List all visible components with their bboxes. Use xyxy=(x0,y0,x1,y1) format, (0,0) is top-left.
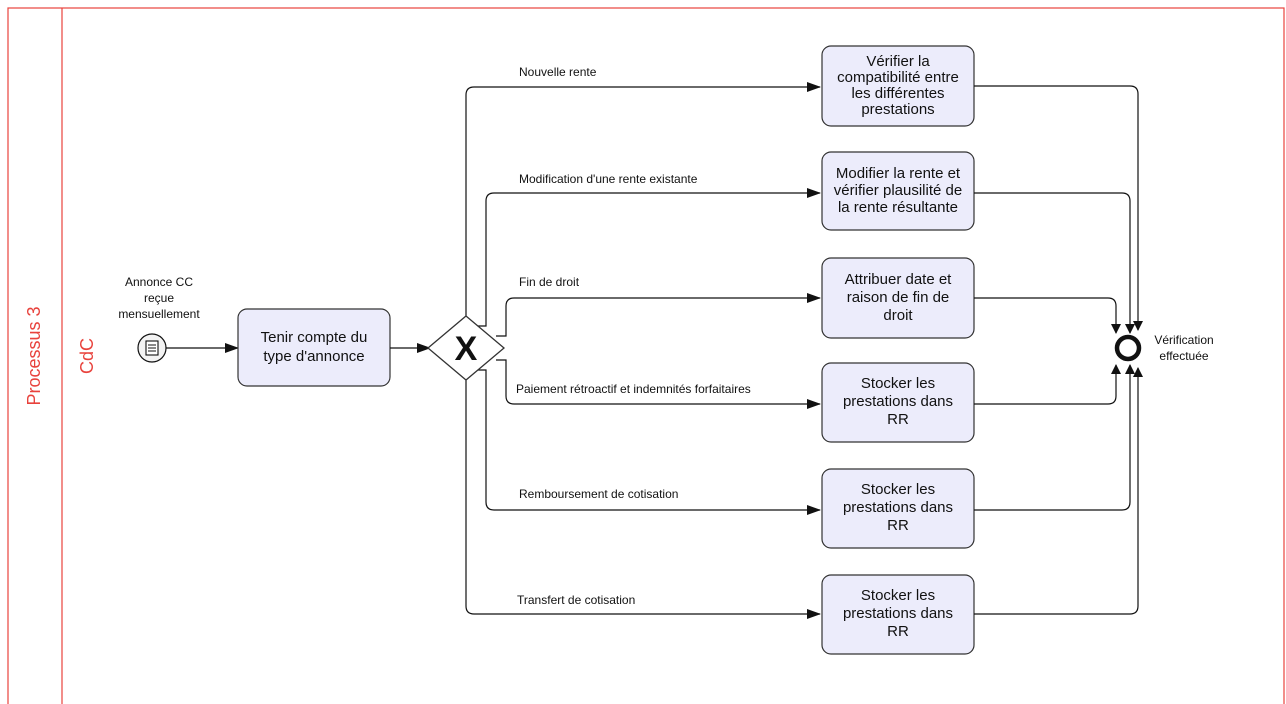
exclusive-gateway: X xyxy=(426,315,506,381)
task-line: prestations dans xyxy=(843,605,953,622)
end-event-label-2: effectuée xyxy=(1159,349,1208,363)
task-stocker-paiement: Stocker les prestations dans RR xyxy=(821,362,975,443)
edge-remboursement xyxy=(476,369,821,515)
branch-label: Paiement rétroactif et indemnités forfai… xyxy=(516,382,751,396)
task-box xyxy=(821,362,975,443)
task-line: Modifier la rente et xyxy=(836,165,961,182)
task-box xyxy=(821,468,975,549)
task-line: la rente résultante xyxy=(838,199,958,216)
merge-edges xyxy=(974,85,1143,615)
task-line: prestations dans xyxy=(843,499,953,516)
branch-label: Modification d'une rente existante xyxy=(519,172,698,186)
gateway-diamond xyxy=(426,315,506,381)
list-icon xyxy=(145,340,159,356)
edge-modification xyxy=(476,188,821,327)
task-line: Stocker les xyxy=(861,587,935,604)
task-line: les différentes xyxy=(851,85,944,102)
edge-merge-5 xyxy=(974,364,1135,511)
task-line: RR xyxy=(887,517,909,534)
task-line: Tenir compte du xyxy=(261,329,368,346)
lane-title: CdC xyxy=(77,338,97,374)
start-event-label-3: mensuellement xyxy=(118,307,200,321)
task-line: Stocker les xyxy=(861,481,935,498)
start-event: Annonce CC reçue mensuellement xyxy=(118,275,200,363)
task-tenir-compte: Tenir compte du type d'annonce xyxy=(237,308,391,387)
task-line: vérifier plausilité de xyxy=(834,182,962,199)
task-line: Stocker les xyxy=(861,375,935,392)
task-line: compatibilité entre xyxy=(837,69,959,86)
edge-merge-4 xyxy=(974,364,1121,405)
task-verifier-compatibilite: Vérifier la compatibilité entre les diff… xyxy=(821,45,975,127)
task-box xyxy=(821,151,975,231)
branch-label: Transfert de cotisation xyxy=(517,593,635,607)
end-event-label-1: Vérification xyxy=(1154,333,1213,347)
task-line: Vérifier la xyxy=(866,53,930,70)
end-event-circle xyxy=(1114,334,1142,362)
branch-label: Remboursement de cotisation xyxy=(519,487,678,501)
task-line: raison de fin de xyxy=(847,289,950,306)
task-line: droit xyxy=(883,307,913,324)
pool-title: Processus 3 xyxy=(24,306,44,405)
edge-merge-3 xyxy=(974,297,1121,334)
task-modifier-rente: Modifier la rente et vérifier plausilité… xyxy=(821,151,975,231)
task-stocker-remboursement: Stocker les prestations dans RR xyxy=(821,468,975,549)
task-line: RR xyxy=(887,623,909,640)
edge-merge-6 xyxy=(974,367,1143,615)
start-event-label-2: reçue xyxy=(144,291,174,305)
branch-label: Fin de droit xyxy=(519,275,580,289)
edge-paiement xyxy=(496,359,821,409)
edge-transfert xyxy=(465,380,821,619)
edge-merge-2 xyxy=(974,192,1135,334)
branch-label: Nouvelle rente xyxy=(519,65,597,79)
task-attribuer-date: Attribuer date et raison de fin de droit xyxy=(821,257,975,339)
task-stocker-transfert: Stocker les prestations dans RR xyxy=(821,574,975,655)
edge-nouvelle-rente xyxy=(465,82,821,316)
task-line: RR xyxy=(887,411,909,428)
pool-border xyxy=(7,7,1285,704)
branch-edges xyxy=(465,82,821,619)
task-line: prestations xyxy=(861,101,934,118)
task-line: Attribuer date et xyxy=(845,271,953,288)
edge-merge-1 xyxy=(974,85,1143,331)
edge-fin-de-droit xyxy=(496,293,821,337)
start-event-label-1: Annonce CC xyxy=(125,275,193,289)
task-line: type d'annonce xyxy=(263,348,364,365)
end-event: Vérification effectuée xyxy=(1114,333,1214,363)
task-line: prestations dans xyxy=(843,393,953,410)
gateway-x-icon: X xyxy=(455,330,478,368)
